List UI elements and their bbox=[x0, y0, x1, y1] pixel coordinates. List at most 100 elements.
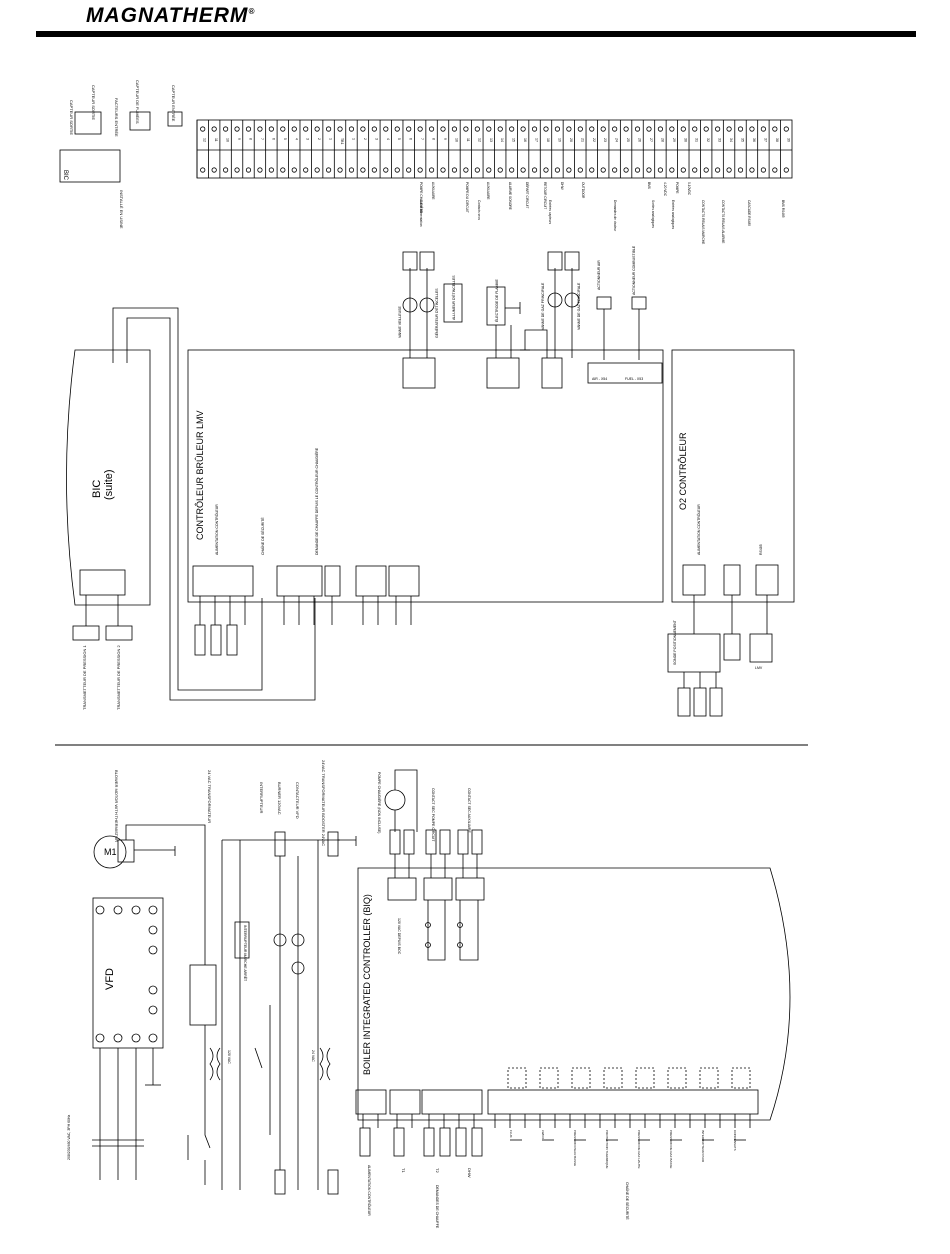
strip-screw bbox=[280, 167, 286, 173]
strip-screw bbox=[440, 167, 446, 173]
vfd-terminal bbox=[148, 945, 158, 955]
strip-number: TB1 bbox=[340, 138, 344, 144]
strip-number: 22 bbox=[592, 138, 596, 142]
strip-group-label: Sorties analogiques bbox=[651, 200, 655, 228]
strip-screw bbox=[566, 126, 572, 132]
strip-screw bbox=[234, 126, 240, 132]
vfd-terminal bbox=[148, 1033, 158, 1043]
strip-number: 24 bbox=[615, 138, 619, 142]
biq-top-supply: 120 VAC DEPUIS BOC bbox=[397, 918, 401, 955]
strip-group-label: Entrées analogiques bbox=[671, 200, 675, 229]
biq-controller bbox=[357, 867, 791, 1121]
strip-screw bbox=[280, 126, 286, 132]
valve-label-2: ALLUMEUR D'ÉTINCELLES bbox=[451, 275, 456, 320]
strip-screw bbox=[314, 126, 320, 132]
biq-jumper bbox=[667, 1067, 687, 1089]
strip-group-label: Contacts secs bbox=[477, 200, 481, 220]
voltage-120: 120 VAC bbox=[227, 1050, 231, 1064]
strip-screw bbox=[417, 167, 423, 173]
strip-screw bbox=[383, 167, 389, 173]
biq-top-2: CONTACT SEC AUXILIAIRE bbox=[467, 788, 471, 833]
supply-label: 208/230/460 VAC, 3PH 60Hz bbox=[67, 1114, 71, 1160]
strip-screw bbox=[325, 167, 332, 173]
strip-screw bbox=[531, 167, 538, 173]
actuator-plug-air: AIR - X54 bbox=[592, 377, 607, 381]
strip-number: 29 bbox=[672, 138, 676, 142]
biq-top-tag bbox=[457, 829, 469, 855]
biq-device-label: LWCO bbox=[541, 1130, 545, 1139]
header-rule bbox=[36, 31, 916, 37]
motor-label: M1 bbox=[104, 847, 117, 857]
strip-screw bbox=[200, 126, 206, 132]
motor-m1 bbox=[93, 835, 127, 869]
interrupter: INTERRUPTEUR bbox=[259, 782, 264, 813]
strip-screw bbox=[737, 167, 744, 173]
biq-device-label: FLUX bbox=[509, 1130, 513, 1138]
lmv-controller bbox=[187, 349, 664, 603]
valve-label-5: VANNE DE GAZ PRINCIPALE bbox=[577, 282, 581, 330]
strip-screw bbox=[428, 126, 435, 132]
strip-screw bbox=[634, 126, 641, 132]
strip-number: 4 bbox=[294, 138, 298, 140]
strip-number: 12 bbox=[477, 138, 481, 142]
strip-screw bbox=[623, 126, 629, 132]
strip-function-label: 4-20 VDC bbox=[663, 182, 667, 197]
strip-number: 7 bbox=[420, 138, 424, 140]
lmv-connector bbox=[324, 565, 341, 597]
lmv-connector bbox=[355, 565, 387, 597]
strip-screw bbox=[314, 167, 320, 173]
biq-badge-2: DHW bbox=[467, 1168, 472, 1178]
strip-number: 25 bbox=[626, 138, 630, 142]
strip-screw bbox=[383, 126, 389, 132]
bic-suite-shape bbox=[66, 349, 151, 606]
strip-screw bbox=[406, 126, 412, 132]
contactor: CONTACTEUR VFD bbox=[295, 782, 300, 819]
strip-screw bbox=[303, 126, 309, 132]
vfd-terminal bbox=[113, 905, 123, 915]
vfd-box bbox=[92, 897, 164, 1049]
strip-screw bbox=[589, 126, 595, 132]
strip-screw bbox=[600, 167, 606, 173]
strip-function-label: OUTDOOR bbox=[581, 182, 585, 199]
biq-top-tag bbox=[471, 829, 483, 855]
strip-screw bbox=[749, 167, 755, 173]
biq-bottom-0: ALIMENTATION CONTRÔLEUR bbox=[367, 1165, 372, 1216]
strip-screw bbox=[623, 167, 629, 173]
strip-function-label: DÉPART CIRCUIT bbox=[525, 182, 530, 208]
strip-group-label: Sortie alimentation bbox=[419, 200, 423, 227]
o2-sensor-box: SONDE POSITIONNEMENT bbox=[673, 619, 677, 665]
strip-screw bbox=[783, 126, 789, 132]
strip-screw bbox=[257, 126, 263, 132]
biq-bottom-tag bbox=[471, 1127, 483, 1157]
sensor-label-1: CAPTEUR DE FUMÉES bbox=[135, 80, 140, 124]
sensor-plug-0: CAPTEUR SORTIE bbox=[69, 100, 74, 135]
strip-screw bbox=[337, 167, 343, 173]
lmv-group-1: CHAÎNE DE SÉCURITÉ bbox=[260, 517, 265, 555]
strip-screw bbox=[337, 126, 343, 132]
biq-top-0: POMPE CHAUDIÈRE (NON INCLUSE) bbox=[377, 772, 382, 833]
strip-screw bbox=[200, 167, 206, 173]
transmitter-2: TRANSMETTEUR DE PRESSION 2 bbox=[116, 645, 121, 710]
strip-screw bbox=[634, 167, 641, 173]
strip-function-label: BMS bbox=[647, 182, 651, 189]
strip-screw bbox=[509, 126, 515, 132]
bic-plug-block bbox=[59, 149, 121, 183]
o2-controller bbox=[671, 349, 795, 603]
strip-number: 10 bbox=[454, 138, 458, 142]
lmv-connector bbox=[192, 565, 254, 597]
biq-jumper bbox=[731, 1067, 751, 1089]
strip-screw bbox=[646, 126, 652, 132]
vfd-terminal bbox=[148, 985, 158, 995]
strip-number: 18 bbox=[546, 138, 550, 142]
strip-number: 1 bbox=[351, 138, 355, 140]
strip-screw bbox=[715, 126, 721, 132]
biq-bottom-connector bbox=[421, 1089, 483, 1115]
strip-screw bbox=[669, 126, 675, 132]
strip-screw bbox=[680, 126, 686, 132]
strip-screw bbox=[657, 126, 664, 132]
biq-device-label: PROTECTION THERMIQUE bbox=[605, 1130, 609, 1168]
brand-logo: MAGNATHERM® bbox=[86, 4, 256, 27]
strip-number: 33 bbox=[718, 138, 722, 142]
strip-screw bbox=[303, 167, 309, 173]
lmv-wire-tag bbox=[210, 624, 222, 656]
